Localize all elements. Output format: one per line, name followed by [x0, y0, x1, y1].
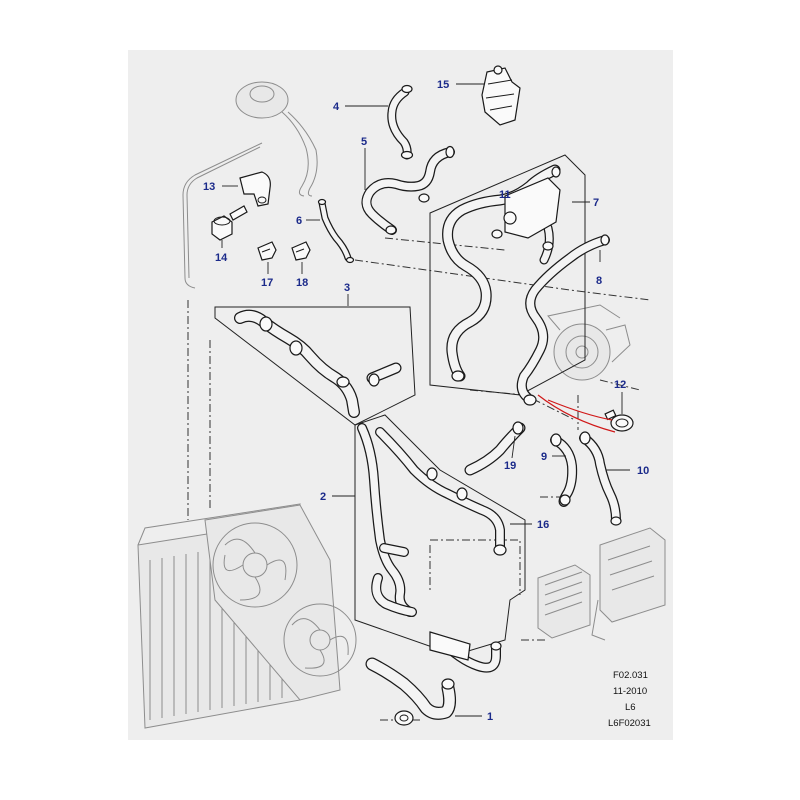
- figure-model: L6: [625, 702, 636, 713]
- callout-12: 12: [614, 379, 626, 391]
- clamp-part-12: [604, 409, 634, 432]
- bolt-part-14: [211, 205, 248, 241]
- expansion-tank-ghost: [235, 81, 318, 197]
- heater-unit-ghost: [591, 527, 666, 641]
- figure-code: L6F02031: [608, 718, 651, 729]
- callout-15: 15: [437, 79, 449, 91]
- callout-8: 8: [596, 275, 602, 287]
- hose-part-10: [579, 431, 622, 526]
- clip-part-17: [257, 241, 277, 261]
- hose-part-2: [357, 423, 507, 617]
- callout-4: 4: [333, 101, 340, 113]
- clip-part-13: [239, 171, 271, 207]
- water-pump-ghost: [547, 304, 631, 381]
- hose-part-8: [516, 234, 610, 406]
- callout-19: 19: [504, 460, 516, 472]
- callout-5: 5: [361, 136, 367, 148]
- cooling-fan-ghost: [204, 504, 357, 701]
- hose-part-4: [387, 84, 414, 160]
- leader-lines: [221, 83, 630, 717]
- callout-1: 1: [487, 711, 493, 723]
- callout-18: 18: [296, 277, 308, 289]
- callout-2: 2: [320, 491, 326, 503]
- group-box-2: [354, 414, 526, 656]
- hose-part-7: [442, 164, 561, 382]
- hose-part-6: [317, 198, 355, 264]
- callout-17: 17: [261, 277, 273, 289]
- bleed-pipe-ghost: [182, 142, 263, 289]
- callout-16: 16: [537, 519, 549, 531]
- figure-date: 11-2010: [613, 686, 647, 697]
- hose-part-5: [361, 145, 455, 235]
- callout-10: 10: [637, 465, 649, 477]
- bracket-part-15: [481, 65, 521, 126]
- hose-part-9: [550, 433, 578, 507]
- hose-part-3: [234, 309, 402, 418]
- hose-part-19: [464, 421, 526, 476]
- figure-number: F02.031: [613, 670, 648, 681]
- callout-13: 13: [203, 181, 215, 193]
- callout-7: 7: [593, 197, 599, 209]
- callout-11: 11: [499, 189, 511, 201]
- heat-exchanger-ghost: [537, 564, 591, 639]
- hose-part-1: [365, 657, 457, 726]
- callout-9: 9: [541, 451, 547, 463]
- reference-block: F02.031 11-2010 L6 L6F02031: [608, 670, 651, 729]
- callout-14: 14: [215, 252, 228, 264]
- hose-part-16: [429, 631, 502, 673]
- callout-labels: 4 15 5 6 11 7 8 3 13 14 17 18 12 19 9 10…: [203, 79, 649, 723]
- clip-part-18: [291, 241, 311, 261]
- clamp-highlight-line: [537, 394, 616, 433]
- group-box-3: [214, 306, 416, 426]
- group-box-7: [429, 154, 586, 396]
- callout-3: 3: [344, 282, 350, 294]
- callout-6: 6: [296, 215, 302, 227]
